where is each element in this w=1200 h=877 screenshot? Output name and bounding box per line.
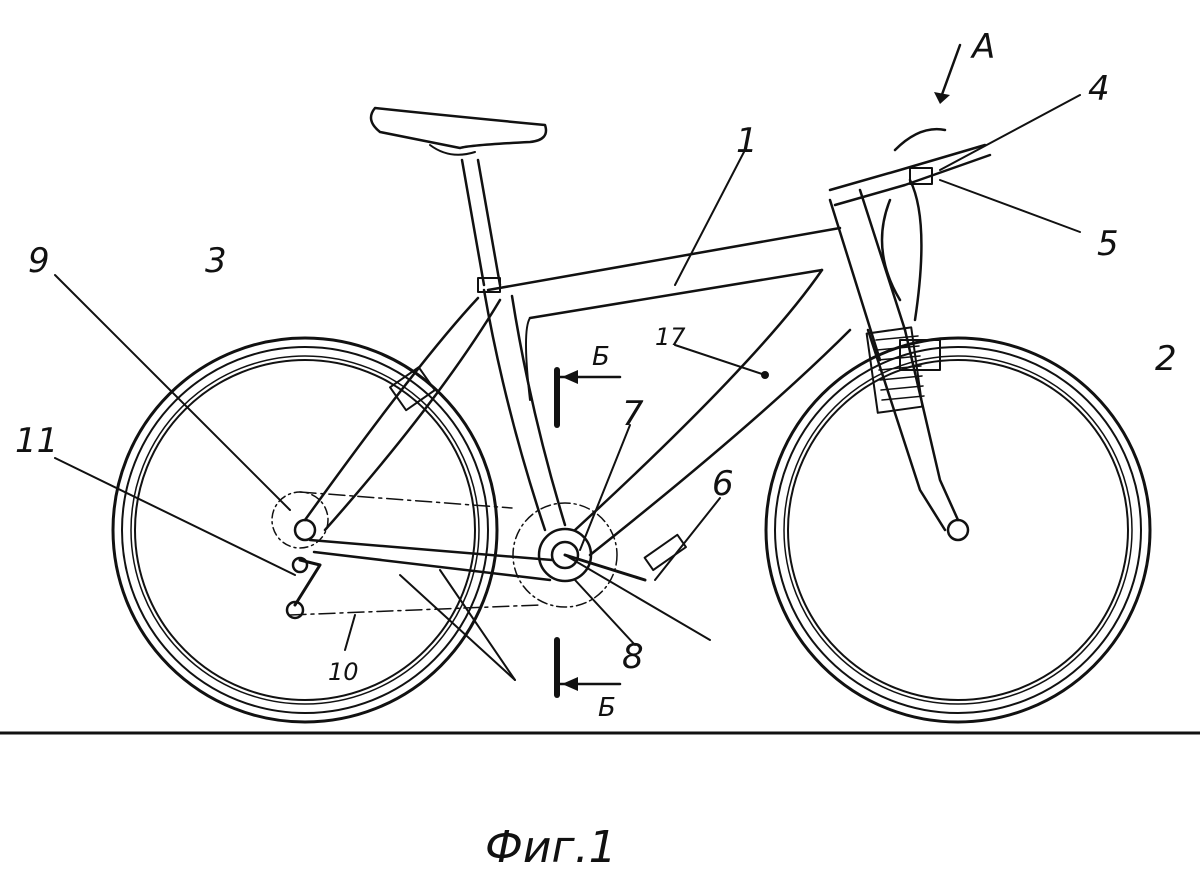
label-chain: 10: [328, 658, 359, 686]
label-pedal: 6: [712, 464, 734, 504]
tensioner: [285, 556, 322, 620]
view-arrow: [934, 43, 962, 104]
label-section-bottom: Б: [598, 693, 616, 723]
label-front-wheel: 2: [1155, 339, 1177, 379]
label-rear-sprocket: 9: [28, 241, 50, 281]
section-mark-top: [554, 367, 622, 428]
label-lever: 4: [1088, 69, 1110, 109]
label-frame: 1: [736, 121, 758, 161]
label-lever-unit: 5: [1097, 224, 1119, 264]
label-section-top: Б: [592, 342, 610, 372]
bicycle-frame: [303, 106, 907, 582]
chain: [289, 491, 541, 616]
label-rear-wheel: 3: [205, 241, 227, 281]
handlebar: [828, 127, 992, 322]
crank-assembly: [512, 502, 711, 641]
label-crank-unit: 7: [622, 394, 644, 434]
figure-caption: Фиг.1: [485, 822, 617, 873]
front-fork: [865, 326, 970, 542]
label-tensioner: 11: [15, 421, 58, 461]
leader-lines: [54, 94, 1081, 681]
label-drive-sprocket: 8: [622, 637, 644, 677]
section-mark-bottom: [554, 637, 622, 698]
rear-wheel: [111, 336, 499, 724]
label-view-a: А: [970, 27, 995, 67]
label-cable: 17: [655, 323, 686, 351]
front-wheel: [764, 336, 1152, 724]
